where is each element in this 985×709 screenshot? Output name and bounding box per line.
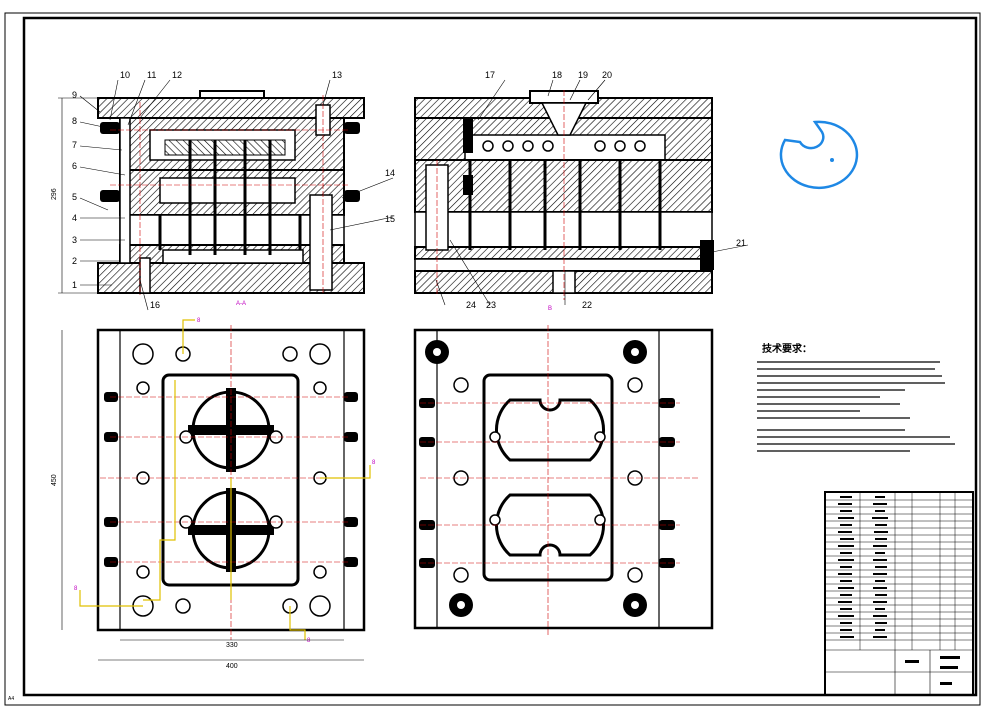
label-11: 11: [147, 70, 156, 80]
outer-border: [4, 12, 981, 706]
label-6: 6: [72, 161, 77, 171]
label-10: 10: [120, 70, 130, 80]
label-9: 9: [72, 90, 77, 100]
label-17: 17: [485, 70, 495, 80]
section-view-right: 17 18 19 20 21 22 23 24 B: [414, 70, 749, 312]
label-4: 4: [72, 213, 77, 223]
label-15: 15: [385, 214, 395, 224]
plan-view-left: 8 8 8 8 450 330 400: [51, 318, 376, 670]
label-21: 21: [736, 238, 746, 248]
tech-title: 技术要求：: [762, 342, 812, 355]
svg-text:8: 8: [307, 638, 311, 644]
label-23: 23: [486, 300, 496, 310]
sheet-size-mark: A4: [8, 696, 14, 702]
inner-border: [22, 16, 978, 697]
part-sketch: [779, 120, 859, 190]
dim-296: 296: [51, 188, 58, 200]
section-mark-b: B: [548, 306, 552, 312]
plan-view-right: [413, 325, 714, 635]
label-5: 5: [72, 192, 77, 202]
dim-330: 330: [226, 642, 238, 649]
label-12: 12: [172, 70, 182, 80]
label-20: 20: [602, 70, 612, 80]
label-14: 14: [385, 168, 395, 178]
label-16: 16: [150, 300, 160, 310]
label-18: 18: [552, 70, 562, 80]
label-1: 1: [72, 280, 77, 290]
label-22: 22: [582, 300, 592, 310]
title-block: [824, 491, 974, 696]
dim-450: 450: [51, 474, 58, 486]
dim-400: 400: [226, 663, 238, 670]
svg-text:8: 8: [74, 586, 78, 592]
label-8: 8: [72, 116, 77, 126]
label-3: 3: [72, 235, 77, 245]
svg-text:8: 8: [197, 318, 201, 324]
label-7: 7: [72, 140, 77, 150]
section-mark-aa: A-A: [236, 301, 246, 307]
label-13: 13: [332, 70, 342, 80]
label-24: 24: [466, 300, 476, 310]
label-2: 2: [72, 256, 77, 266]
technical-requirements: 技术要求：: [757, 342, 955, 452]
label-19: 19: [578, 70, 588, 80]
svg-text:8: 8: [372, 460, 376, 466]
section-view-left: 1 2 3 4 5 6 7 8 9 10 11 12 13 14 15 16 2…: [51, 70, 395, 311]
